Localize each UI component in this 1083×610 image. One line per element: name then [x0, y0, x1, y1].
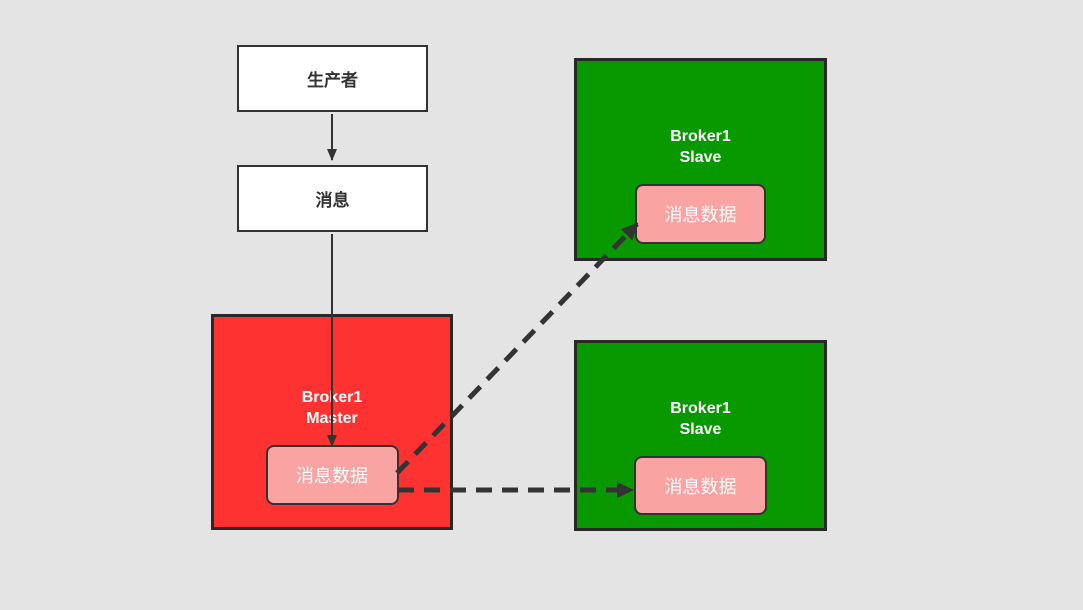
broker-slave-bottom-title-line2: Slave — [679, 421, 722, 439]
master-message-data-box: 消息数据 — [265, 445, 399, 505]
broker-master-box: Broker1 Master 消息数据 — [211, 314, 453, 530]
broker-slave-top-box: Broker1 Slave 消息数据 — [574, 58, 827, 261]
producer-label: 生产者 — [307, 71, 358, 90]
broker-slave-top-title-line2: Slave — [679, 149, 722, 167]
broker-slave-bottom-title-line1: Broker1 — [670, 400, 731, 418]
slave-bottom-message-data-label: 消息数据 — [664, 476, 737, 497]
slave-top-message-data-label: 消息数据 — [664, 205, 737, 225]
broker-slave-top-title-line1: Broker1 — [670, 128, 731, 146]
producer-box: 生产者 — [237, 45, 428, 112]
broker-master-title: Broker1 Master — [302, 388, 362, 430]
slave-bottom-message-data-box: 消息数据 — [634, 456, 767, 515]
message-box: 消息 — [237, 165, 428, 232]
message-label: 消息 — [315, 191, 350, 210]
broker-slave-bottom-title: Broker1 Slave — [670, 399, 730, 441]
broker-slave-top-title: Broker1 Slave — [670, 127, 730, 169]
broker-slave-bottom-box: Broker1 Slave 消息数据 — [574, 340, 827, 531]
master-message-data-label: 消息数据 — [296, 466, 368, 486]
slave-top-message-data-box: 消息数据 — [635, 184, 766, 244]
broker-master-title-line2: Master — [306, 410, 358, 428]
broker-master-title-line1: Broker1 — [301, 389, 363, 407]
